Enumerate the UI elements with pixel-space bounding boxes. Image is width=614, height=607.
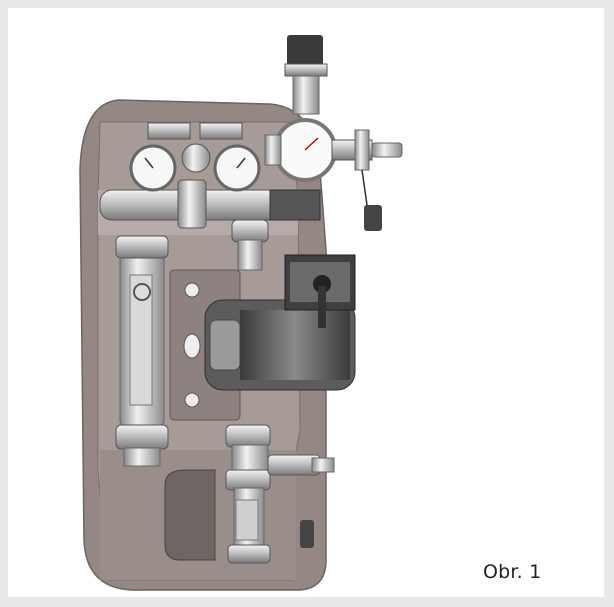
safety-valve-group <box>264 35 403 231</box>
flowmeter-knob <box>133 283 151 301</box>
thermometer-right <box>199 122 261 192</box>
pump-station-illustration <box>79 35 403 591</box>
circulation-pump <box>204 254 356 391</box>
thermometer-left <box>129 122 191 192</box>
figure-frame: Obr. 1 <box>8 8 604 597</box>
figure-caption: Obr. 1 <box>483 561 542 583</box>
